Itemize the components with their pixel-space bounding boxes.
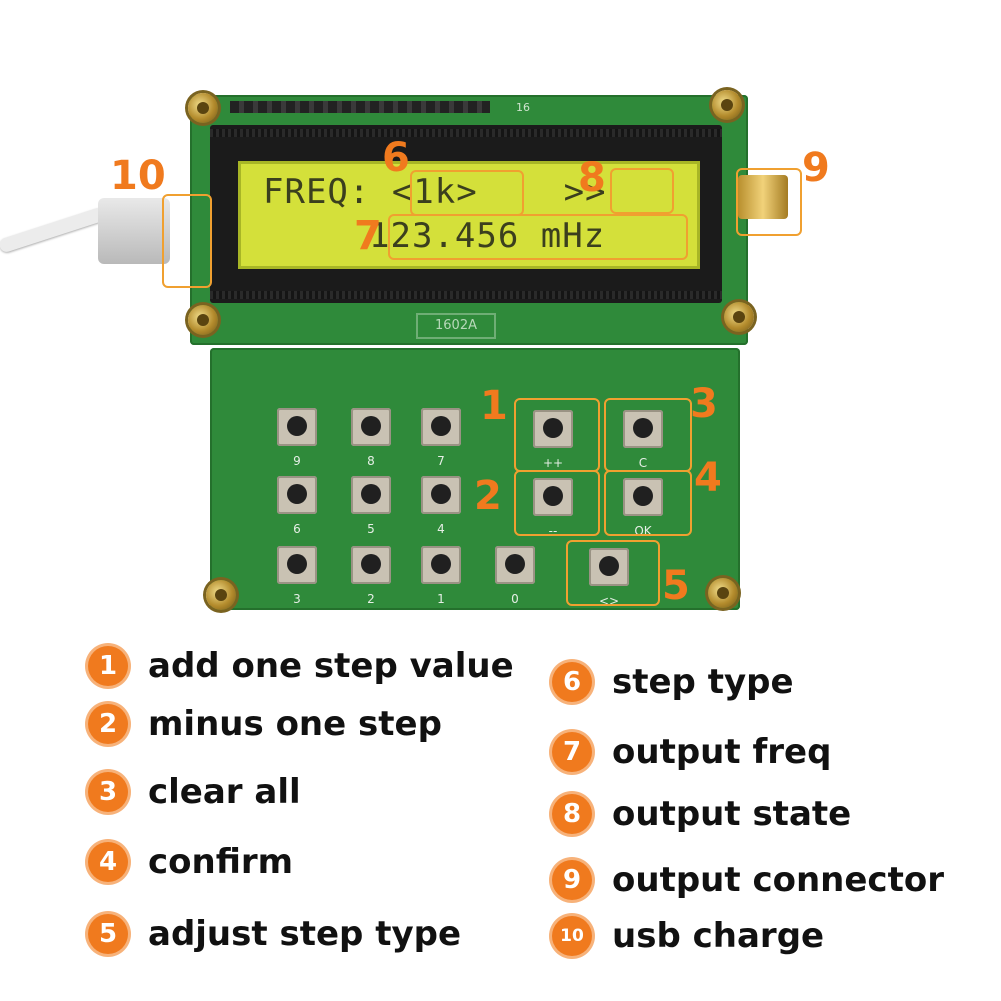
- key-plus[interactable]: ++: [528, 406, 578, 470]
- key-label: 3: [293, 592, 301, 606]
- header-pins: [230, 101, 490, 113]
- number-badge: 2: [88, 704, 128, 744]
- number-badge: 1: [88, 646, 128, 686]
- number-badge: 9: [552, 860, 592, 900]
- callout-number: 4: [694, 455, 722, 501]
- callout-box-9: [736, 168, 802, 236]
- lcd-line-1: FREQ: <1k> >>: [263, 172, 607, 212]
- key-7[interactable]: 7: [416, 404, 466, 468]
- legend-item-6: 6 step type: [552, 662, 794, 702]
- callout-box-5: [566, 540, 660, 606]
- keypad-board: 9 8 7 6 5 4 3 2 1 0 ++ C -- OK <>: [210, 348, 740, 610]
- legend-text: clear all: [148, 772, 301, 812]
- key-label: 7: [437, 454, 445, 468]
- legend-text: output connector: [612, 860, 944, 900]
- screw-icon: [188, 93, 218, 123]
- callout-box-4: [604, 470, 692, 536]
- callout-box-10: [162, 194, 212, 288]
- key-label: 5: [367, 522, 375, 536]
- legend-item-9: 9 output connector: [552, 860, 944, 900]
- key-minus[interactable]: --: [528, 474, 578, 538]
- legend-item-4: 4 confirm: [88, 842, 293, 882]
- key-step-type[interactable]: <>: [584, 544, 634, 608]
- callout-box-2: [514, 470, 600, 536]
- key-1[interactable]: 1: [416, 542, 466, 606]
- number-badge: 4: [88, 842, 128, 882]
- legend-text: output freq: [612, 732, 832, 772]
- key-6[interactable]: 6: [272, 472, 322, 536]
- screw-icon: [724, 302, 754, 332]
- legend-item-10: 10 usb charge: [552, 916, 824, 956]
- legend-item-2: 2 minus one step: [88, 704, 442, 744]
- usb-plug: [98, 198, 170, 264]
- key-label: 6: [293, 522, 301, 536]
- legend-text: minus one step: [148, 704, 442, 744]
- device-photo: 16 FREQ: <1k> >> 123.456 mHz 1602A 9 8 7…: [0, 90, 830, 610]
- key-label: 4: [437, 522, 445, 536]
- legend-item-1: 1 add one step value: [88, 646, 514, 686]
- legend-text: adjust step type: [148, 914, 462, 954]
- model-label: 1602A: [416, 313, 496, 339]
- callout-number: 3: [690, 381, 718, 427]
- callout-number: 5: [662, 563, 690, 609]
- key-label: 8: [367, 454, 375, 468]
- number-badge: 7: [552, 732, 592, 772]
- key-label: 1: [437, 592, 445, 606]
- sma-connector: [738, 175, 788, 219]
- key-4[interactable]: 4: [416, 472, 466, 536]
- number-badge: 3: [88, 772, 128, 812]
- legend-item-7: 7 output freq: [552, 732, 831, 772]
- legend-text: add one step value: [148, 646, 514, 686]
- legend-text: step type: [612, 662, 794, 702]
- key-9[interactable]: 9: [272, 404, 322, 468]
- lcd-line-2: 123.456 mHz: [369, 216, 606, 256]
- callout-number: 7: [354, 213, 382, 259]
- callout-box-7: [388, 214, 688, 260]
- screw-icon: [708, 578, 738, 608]
- legend-item-5: 5 adjust step type: [88, 914, 461, 954]
- screw-icon: [712, 90, 742, 120]
- callout-box-1: [514, 398, 600, 472]
- key-label: 0: [511, 592, 519, 606]
- callout-number: 9: [802, 145, 830, 191]
- number-badge: 6: [552, 662, 592, 702]
- key-0[interactable]: 0: [490, 542, 540, 606]
- number-badge: 8: [552, 794, 592, 834]
- callout-number: 1: [480, 383, 508, 429]
- key-3[interactable]: 3: [272, 542, 322, 606]
- legend-text: confirm: [148, 842, 294, 882]
- number-badge: 10: [552, 916, 592, 956]
- callout-number: 2: [474, 473, 502, 519]
- pin-count-label: 16: [516, 101, 530, 114]
- callout-number: 8: [578, 155, 606, 201]
- legend-item-8: 8 output state: [552, 794, 851, 834]
- usb-cable: [0, 206, 107, 254]
- key-clear[interactable]: C: [618, 406, 668, 470]
- key-label: 2: [367, 592, 375, 606]
- number-badge: 5: [88, 914, 128, 954]
- key-label: 9: [293, 454, 301, 468]
- callout-box-3: [604, 398, 692, 472]
- callout-box-8: [610, 168, 674, 214]
- key-label: C: [638, 456, 648, 470]
- legend-item-3: 3 clear all: [88, 772, 301, 812]
- callout-number: 6: [382, 135, 410, 181]
- legend-text: usb charge: [612, 916, 825, 956]
- key-5[interactable]: 5: [346, 472, 396, 536]
- key-label: --: [548, 524, 558, 538]
- callout-number: 10: [110, 153, 166, 199]
- legend-text: output state: [612, 794, 852, 834]
- screw-icon: [206, 580, 236, 610]
- key-label: ++: [542, 456, 564, 470]
- screw-icon: [188, 305, 218, 335]
- key-2[interactable]: 2: [346, 542, 396, 606]
- callout-box-6: [410, 170, 524, 216]
- key-8[interactable]: 8: [346, 404, 396, 468]
